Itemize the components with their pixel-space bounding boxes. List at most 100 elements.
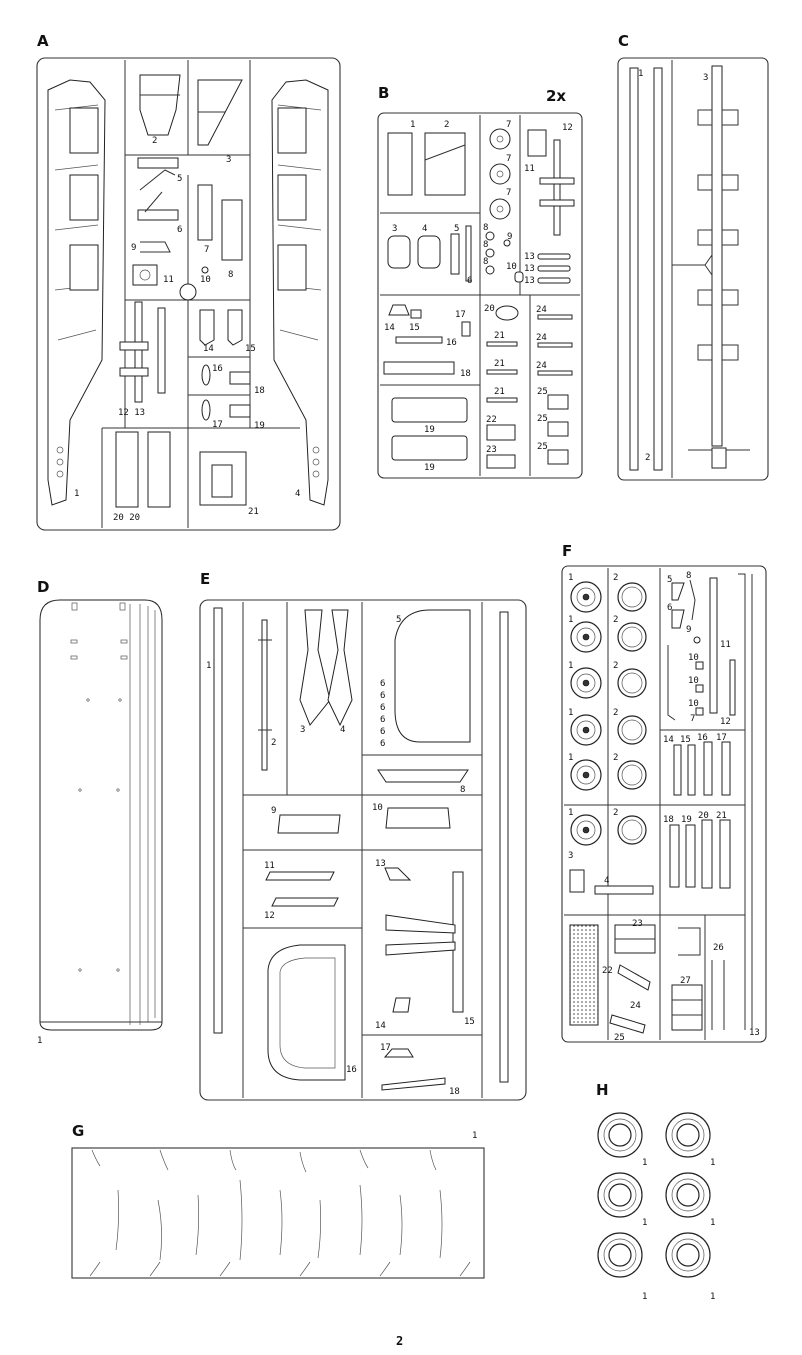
- page-number: 2: [396, 1334, 403, 1348]
- sprue-a-label-19: 19: [254, 421, 265, 431]
- sprue-e-label-4: 4: [340, 725, 345, 735]
- sprue-a-label-3: 3: [226, 155, 231, 165]
- sprue-e-label-9: 9: [271, 806, 276, 816]
- sprue-a-label-18: 18: [254, 386, 265, 396]
- sprue-a-letter: A: [37, 32, 49, 50]
- sprue-e-label-18: 18: [449, 1087, 460, 1097]
- sprue-e-label-6b: 6: [380, 691, 385, 701]
- sprue-a-label-11: 11: [163, 275, 174, 285]
- sprue-b-label-22: 22: [486, 415, 497, 425]
- sprue-b-label-4: 4: [422, 224, 427, 234]
- sprue-b-label-1: 1: [410, 120, 415, 130]
- sprue-e-label-6a: 6: [380, 679, 385, 689]
- sprue-b-label-10: 10: [506, 262, 517, 272]
- sprue-e-label-5: 5: [396, 615, 401, 625]
- sprue-f-label-2e: 2: [613, 753, 618, 763]
- sprue-h-tires: [597, 1112, 711, 1278]
- sprue-b-label-17: 17: [455, 310, 466, 320]
- sprue-h-label-1f: 1: [710, 1292, 715, 1302]
- sprue-f: F 1 1 1 1 1 1 2: [561, 542, 767, 1043]
- sprue-b-label-21a: 21: [494, 331, 505, 341]
- sprue-f-label-9: 9: [686, 625, 691, 635]
- sprue-b-label-7c: 7: [506, 188, 511, 198]
- sprue-e-label-12: 12: [264, 911, 275, 921]
- sprue-a-label-14: 14: [203, 344, 214, 354]
- sprue-b-label-7b: 7: [506, 154, 511, 164]
- sprue-f-label-2f: 2: [613, 808, 618, 818]
- sprue-h-letter: H: [596, 1081, 609, 1099]
- sprue-e-label-6f: 6: [380, 739, 385, 749]
- sprue-b-label-13a: 13: [524, 252, 535, 262]
- sprue-b-label-3: 3: [392, 224, 397, 234]
- sprue-b-label-24b: 24: [536, 333, 547, 343]
- sprue-a-label-16: 16: [212, 364, 223, 374]
- sprue-a-label-6: 6: [177, 225, 182, 235]
- sprue-a-label-12-13: 12 13: [118, 408, 145, 418]
- sprue-c-letter: C: [618, 32, 629, 50]
- sprue-f-label-1f: 1: [568, 808, 573, 818]
- sprue-g-label-1: 1: [472, 1131, 477, 1141]
- sprue-h-label-1c: 1: [642, 1218, 647, 1228]
- sprue-b-label-5: 5: [454, 224, 459, 234]
- sprue-b-label-24a: 24: [536, 305, 547, 315]
- sprue-b-label-6: 6: [467, 276, 472, 286]
- sprue-b-label-11: 11: [524, 164, 535, 174]
- sprue-f-label-13: 13: [749, 1028, 760, 1038]
- sprue-e-letter: E: [200, 570, 210, 588]
- sprue-a-label-7: 7: [204, 245, 209, 255]
- sprue-b-label-9: 9: [507, 232, 512, 242]
- sprue-a-label-10: 10: [200, 275, 211, 285]
- sprue-b-label-21b: 21: [494, 359, 505, 369]
- sprue-b-label-16: 16: [446, 338, 457, 348]
- sprue-b-label-24c: 24: [536, 361, 547, 371]
- sprue-b-label-8a: 8: [483, 223, 488, 233]
- sprue-e-label-8: 8: [460, 785, 465, 795]
- sprue-b-label-21c: 21: [494, 387, 505, 397]
- sprue-f-label-2a: 2: [613, 573, 618, 583]
- sprue-h: H 1 1 1 1 1 1: [596, 1081, 715, 1302]
- sprue-c-label-2: 2: [645, 453, 650, 463]
- sprue-a-label-9: 9: [131, 243, 136, 253]
- sprue-f-wheels: [570, 581, 602, 846]
- sprue-c-label-3: 3: [703, 73, 708, 83]
- sprue-e-label-11: 11: [264, 861, 275, 871]
- sprue-a: A 1 4 2 3: [36, 32, 341, 531]
- sprue-f-label-2c: 2: [613, 661, 618, 671]
- sprue-e-label-16: 16: [346, 1065, 357, 1075]
- sprue-f-label-1e: 1: [568, 753, 573, 763]
- sprue-f-label-7: 7: [690, 714, 695, 724]
- sprue-b-label-8b: 8: [483, 240, 488, 250]
- sprue-f-label-16: 16: [697, 733, 708, 743]
- sprue-b-label-14: 14: [384, 323, 395, 333]
- sprue-e-label-1: 1: [206, 661, 211, 671]
- sprue-b-label-13c: 13: [524, 276, 535, 286]
- sprue-a-label-5: 5: [177, 174, 182, 184]
- sprue-d: D 1: [37, 578, 163, 1046]
- sprue-e-label-2: 2: [271, 738, 276, 748]
- sprue-d-label-1: 1: [37, 1036, 42, 1046]
- sprue-f-label-2d: 2: [613, 708, 618, 718]
- sprue-b-letter: B: [378, 84, 389, 102]
- sprue-b-label-20: 20: [484, 304, 495, 314]
- sprue-a-label-21: 21: [248, 507, 259, 517]
- sprue-b-label-19a: 19: [424, 425, 435, 435]
- sprue-f-label-14: 14: [663, 735, 674, 745]
- sprue-f-label-3: 3: [568, 851, 573, 861]
- sprue-g: G 1: [71, 1122, 485, 1279]
- sprue-f-label-21: 21: [716, 811, 727, 821]
- sprue-b-label-2: 2: [444, 120, 449, 130]
- sprue-f-label-26: 26: [713, 943, 724, 953]
- sprue-b-label-23: 23: [486, 445, 497, 455]
- sprue-f-rims: [617, 582, 647, 845]
- sprue-b-label-7a: 7: [506, 120, 511, 130]
- sprue-f-label-24: 24: [630, 1001, 641, 1011]
- sprue-a-label-2: 2: [152, 136, 157, 146]
- sprue-f-label-11: 11: [720, 640, 731, 650]
- sprue-b-label-25b: 25: [537, 414, 548, 424]
- sprue-f-letter: F: [562, 542, 572, 560]
- sprue-f-label-4: 4: [604, 876, 609, 886]
- sprue-g-letter: G: [72, 1122, 84, 1140]
- sprue-e-label-14: 14: [375, 1021, 386, 1031]
- sprue-f-label-22: 22: [602, 966, 613, 976]
